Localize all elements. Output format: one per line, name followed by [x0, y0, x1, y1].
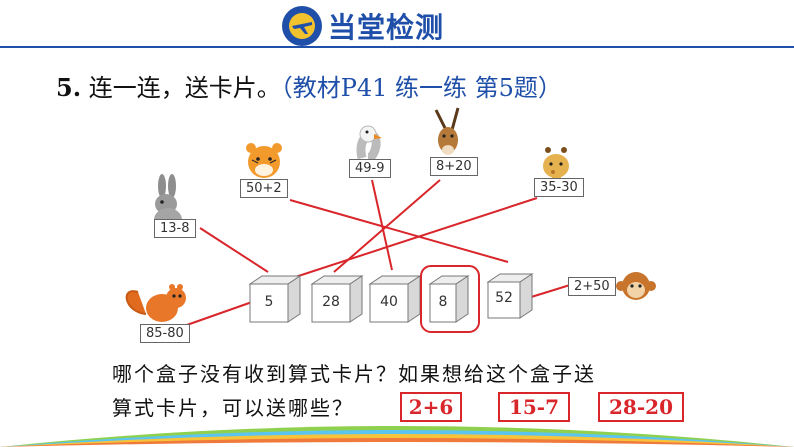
line-85-80-to-5 [183, 301, 253, 327]
question-reference: （教材P41 练一练 第5题） [280, 74, 562, 102]
box-label-5: 5 [264, 294, 274, 310]
card-antelope: 8+20 [430, 157, 478, 176]
question-text: 连一连，送卡片。 [88, 74, 281, 102]
swan-icon [356, 125, 382, 163]
card-swan: 49-9 [349, 159, 391, 178]
header-divider [0, 46, 794, 48]
monkey-icon [616, 272, 656, 300]
tiger-icon [246, 143, 282, 178]
box-8 [428, 275, 470, 323]
box-28 [310, 275, 364, 323]
antelope-icon [434, 107, 460, 155]
section-title: 当堂检测 [328, 11, 445, 44]
prompt-line-1: 哪个盒子没有收到算式卡片？如果想给这个盒子送 [112, 362, 596, 386]
card-squirrel: 85-80 [140, 324, 190, 343]
answer-1: 2+6 [400, 392, 462, 422]
header-bar: 当堂检测 [0, 0, 794, 54]
answer-2: 15-7 [498, 392, 570, 422]
box-label-40: 40 [380, 294, 398, 310]
box-52 [486, 273, 534, 319]
box-label-8: 8 [438, 294, 448, 310]
question-number: 5. [56, 73, 82, 102]
line-35-30-to-5 [279, 197, 538, 283]
question-heading: 5. 连一连，送卡片。（教材P41 练一练 第5题） [56, 68, 562, 103]
card-rabbit: 13-8 [154, 219, 196, 238]
card-giraffe: 35-30 [534, 178, 584, 197]
airplane-logo-icon [282, 6, 322, 46]
line-13-8-to-5 [199, 227, 269, 273]
box-label-52: 52 [495, 290, 513, 306]
card-monkey: 2+50 [568, 277, 616, 296]
line-50+2-to-52 [289, 199, 509, 263]
box-40 [368, 275, 422, 323]
box-label-28: 28 [322, 294, 340, 310]
line-49-9-to-40 [371, 179, 393, 271]
rainbow-decoration [0, 426, 794, 447]
prompt-line-2: 算式卡片，可以送哪些？ [112, 396, 354, 420]
answer-3: 28-20 [598, 392, 684, 422]
connection-lines [183, 179, 571, 327]
squirrel-icon [125, 284, 186, 322]
box-5 [248, 275, 302, 323]
highlight-ring [420, 265, 480, 333]
card-tiger: 50+2 [240, 179, 288, 198]
line-8+20-to-28 [333, 179, 441, 273]
line-2+50-to-52 [527, 284, 571, 299]
